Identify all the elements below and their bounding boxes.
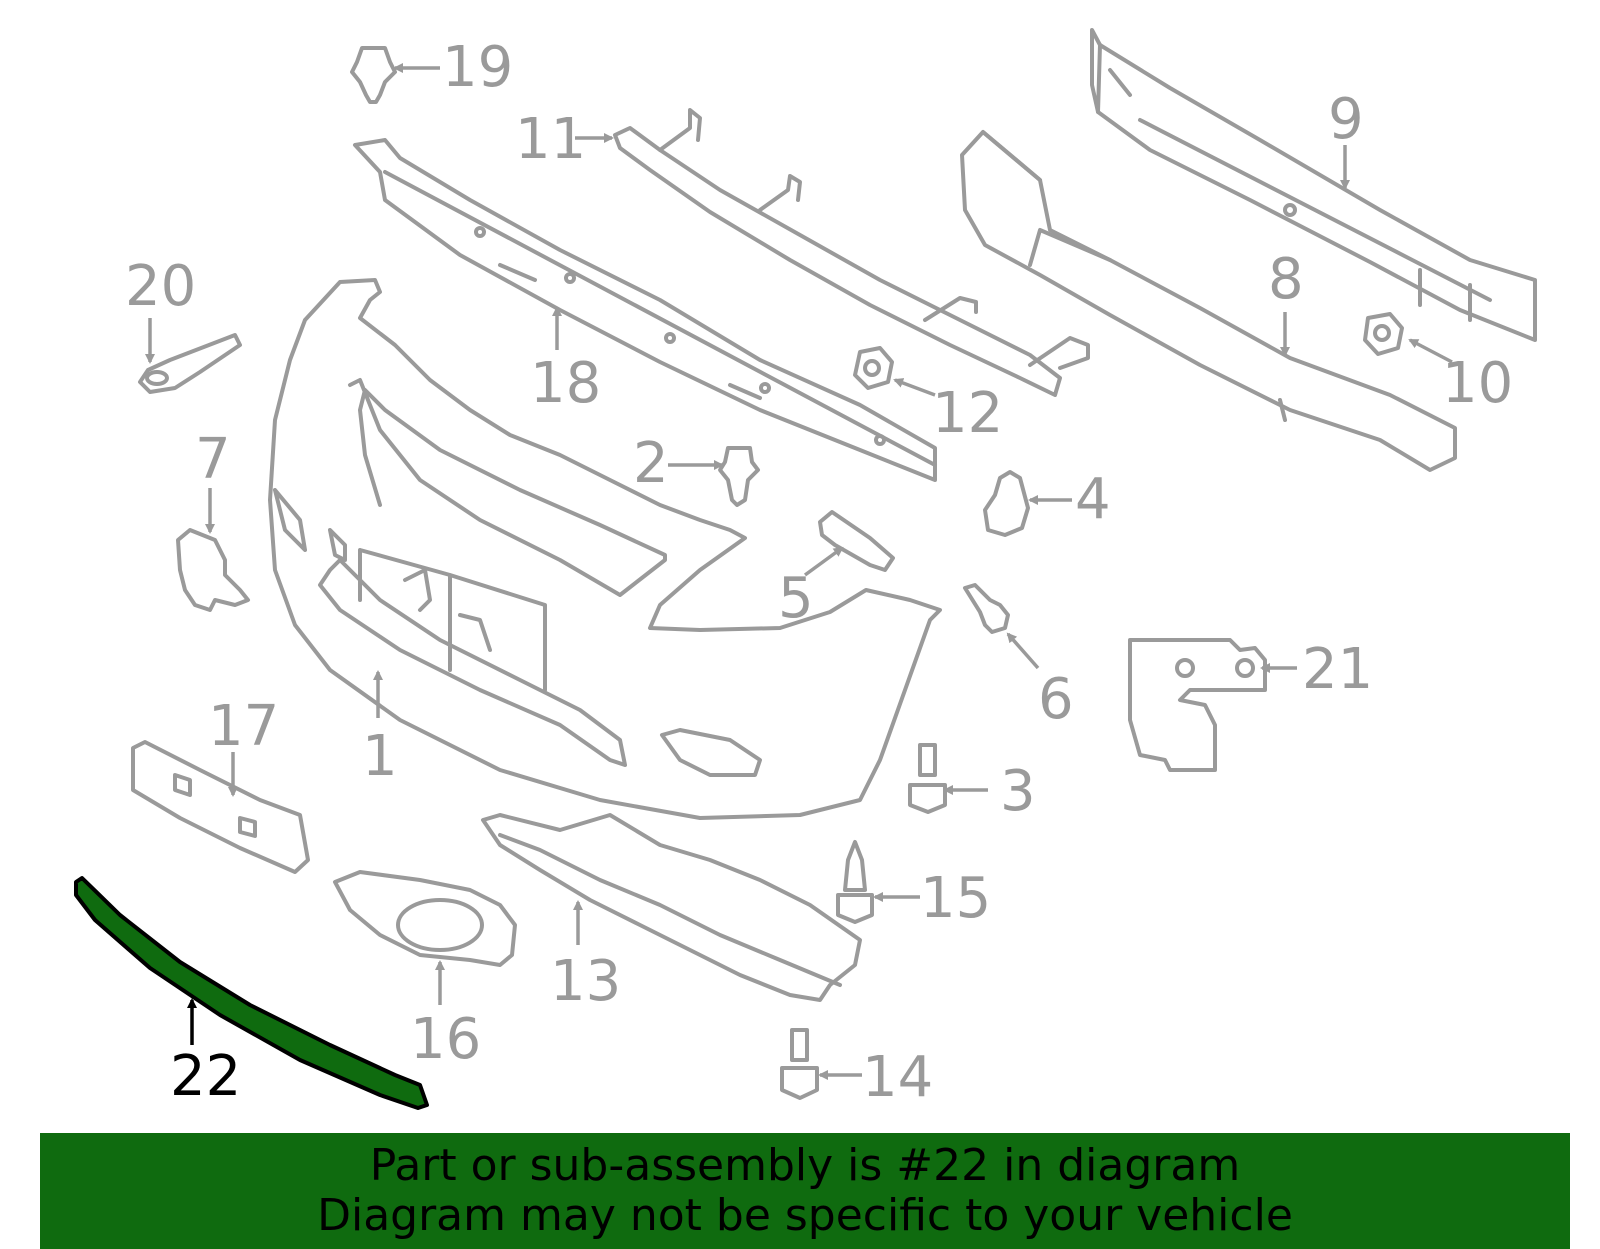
part-9-reinforcement [1090,28,1537,342]
part-18-retainer [353,138,937,482]
label-5: 5 [778,566,814,631]
label-14: 14 [862,1045,933,1110]
part-22-spoiler-highlighted[interactable] [74,876,429,1110]
label-20: 20 [125,254,196,319]
part-14-bolt [780,1028,819,1100]
part-12-nut [853,346,894,390]
label-17: 17 [208,694,279,759]
label-10: 10 [1442,351,1513,416]
part-4-bracket [983,470,1030,537]
part-15-bolt [836,840,874,924]
label-7: 7 [195,427,231,492]
part-2-clip [718,446,760,507]
part-5-bracket [818,510,895,572]
label-22: 22 [170,1044,241,1109]
banner-line-2: Diagram may not be specific to your vehi… [317,1190,1293,1241]
callout-arrows [145,63,1453,1080]
label-19: 19 [442,35,513,100]
label-11: 11 [515,107,586,172]
label-6: 6 [1038,667,1074,732]
part-19-clip [350,46,397,104]
label-1: 1 [362,724,398,789]
label-4: 4 [1075,467,1111,532]
part-13-undercover [481,813,862,1002]
info-banner: Part or sub-assembly is #22 in diagram D… [40,1133,1570,1249]
part-1-bumper-cover [268,278,942,820]
label-21: 21 [1302,637,1373,702]
label-3: 3 [1000,759,1036,824]
label-9: 9 [1328,87,1364,152]
label-12: 12 [932,381,1003,446]
part-16-fog-cover [333,870,517,967]
label-13: 13 [550,949,621,1014]
label-2: 2 [633,431,669,496]
part-11-upper-bracket [613,108,1090,397]
part-6-screw [963,583,1010,634]
label-8: 8 [1268,247,1304,312]
label-18: 18 [530,351,601,416]
part-8-absorber [960,130,1457,472]
part-21-side-bracket [1128,638,1267,772]
part-17-lower-bracket [131,740,310,874]
banner-line-1: Part or sub-assembly is #22 in diagram [369,1140,1241,1191]
label-15: 15 [920,866,991,931]
part-3-bolt [908,743,947,814]
label-16: 16 [410,1007,481,1072]
part-20-tow-hook-cover [138,333,242,394]
part-10-nut [1363,312,1404,356]
callout-labels: 19 11 9 8 10 12 18 20 2 4 5 6 7 21 1 3 1… [125,35,1513,1110]
part-7-bracket [176,528,250,612]
